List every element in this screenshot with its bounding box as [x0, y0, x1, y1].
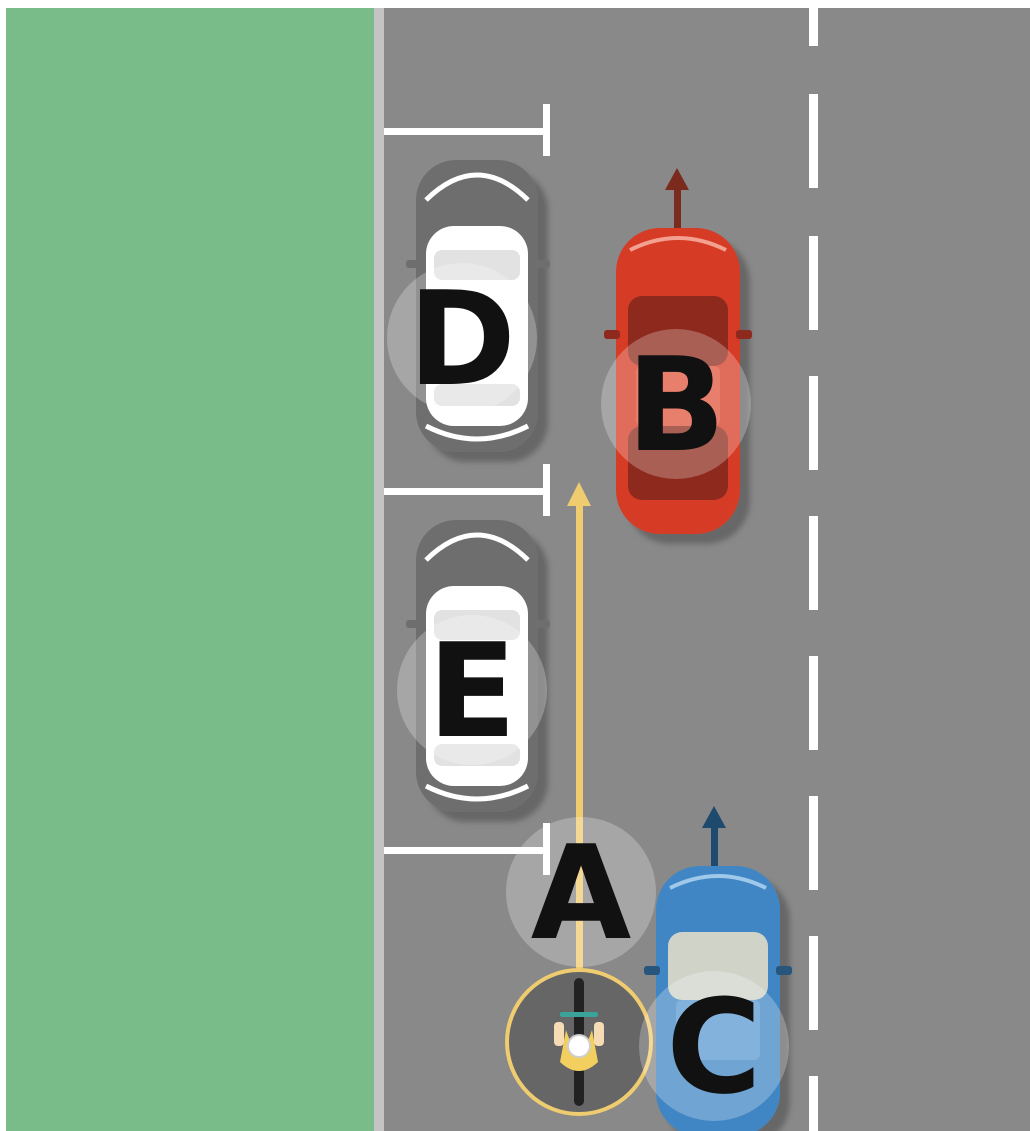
- lane-divider-dashes: [809, 8, 818, 1131]
- bicycle-rider-icon: [507, 970, 651, 1114]
- label-d-text: D: [408, 263, 516, 415]
- grass-verge: [6, 8, 374, 1131]
- label-b-text: B: [626, 329, 725, 481]
- curb-line: [374, 8, 384, 1131]
- label-c-text: C: [666, 971, 761, 1123]
- label-d: D: [387, 263, 537, 415]
- label-e-text: E: [428, 615, 517, 767]
- label-a-text: A: [531, 817, 632, 969]
